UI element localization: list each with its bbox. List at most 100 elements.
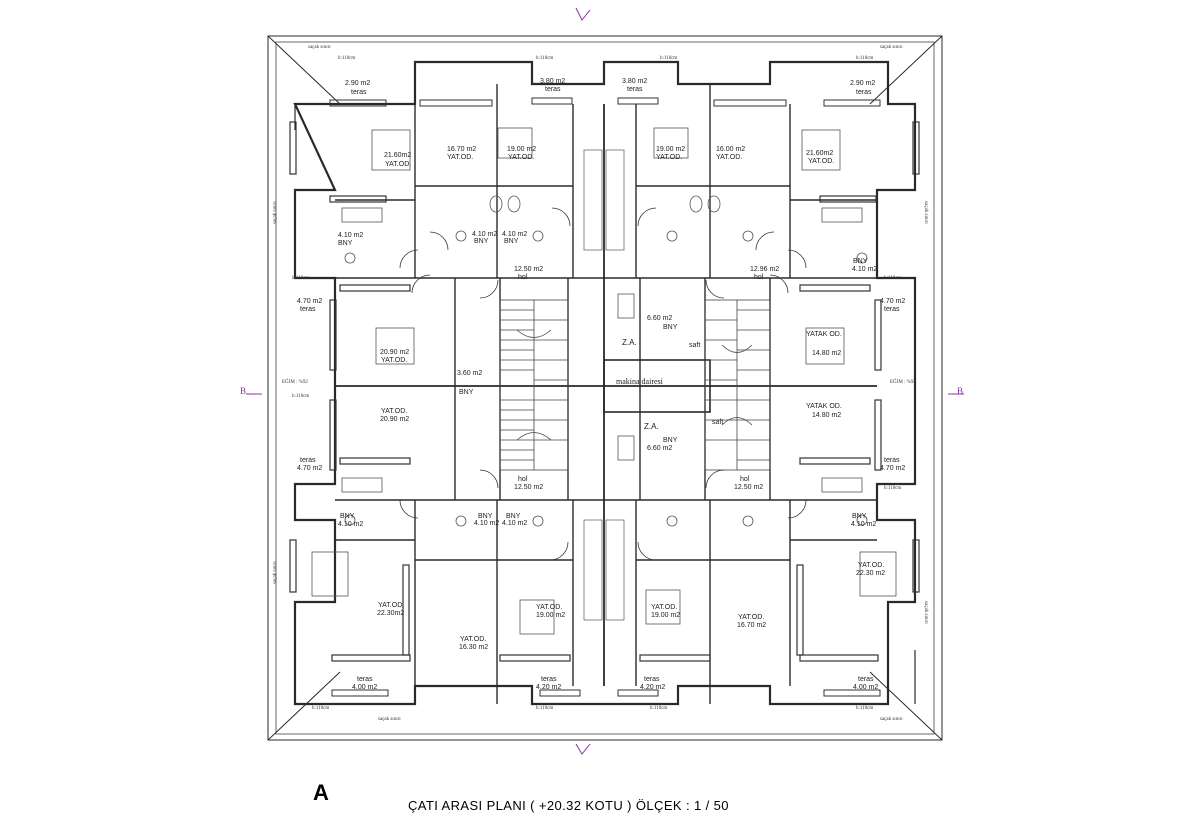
room-area: 4.00 m2 [853, 684, 879, 691]
room-name: BNY [852, 513, 867, 520]
height-label: h:110cm [312, 706, 330, 711]
eave-label-bottom-left: saçak sınırı [378, 717, 401, 722]
room-area: 4.10 m2 [338, 232, 364, 239]
room-area: 14.80 m2 [812, 350, 842, 357]
room-area: 21.60m2 [806, 150, 834, 157]
room-name: YATAK OD. [806, 331, 842, 338]
eave-label-right-lower: saçak sınırı [922, 601, 928, 624]
room-name: YAT.OD. [447, 154, 474, 161]
room-area: 12.50 m2 [734, 484, 764, 491]
room-area: 4.70 m2 [297, 465, 323, 472]
room-area: 19.00 m2 [507, 146, 537, 153]
room-name: BNY [504, 238, 519, 245]
room-area: 4.10 m2 [472, 231, 498, 238]
room-name: YAT.OD. [656, 154, 683, 161]
room-name: teras [541, 676, 557, 683]
slope-label-left: EĞİM : %92 [282, 380, 308, 385]
shaft-label: Z.A. [622, 338, 637, 347]
room-name: YAT.OD. [738, 614, 765, 621]
room-name: teras [627, 86, 643, 93]
room-area: 4.10 m2 [502, 520, 528, 527]
room-name: YAT.OD. [858, 562, 885, 569]
height-label: h:110cm [536, 56, 554, 61]
room-name: teras [351, 89, 367, 96]
room-area: 4.70 m2 [880, 298, 906, 305]
room-area: 19.00 m2 [536, 612, 566, 619]
eave-label-left-lower: saçak sınırı [272, 561, 278, 584]
room-name: BNY [459, 389, 474, 396]
room-area: 14.80 m2 [812, 412, 842, 419]
room-name: BNY [506, 513, 521, 520]
roof-eave-outline [267, 35, 943, 741]
room-area: 19.00 m2 [656, 146, 686, 153]
room-area: 3.80 m2 [622, 78, 648, 85]
room-area: 16.70 m2 [447, 146, 477, 153]
room-area: 4.00 m2 [352, 684, 378, 691]
room-name: teras [856, 89, 872, 96]
room-area: 6.60 m2 [647, 315, 673, 322]
saft-label: saft [689, 342, 701, 349]
room-area: 20.90 m2 [380, 416, 410, 423]
room-area: 16.00 m2 [716, 146, 746, 153]
room-name: BNY [663, 437, 678, 444]
height-label: h:110cm [338, 56, 356, 61]
eave-label-top-left: saçak sınırı [308, 45, 331, 50]
room-name: YAT.OD. [808, 158, 835, 165]
section-marker-left: B [240, 386, 247, 396]
room-name: teras [300, 306, 316, 313]
height-label: h:110cm [292, 394, 310, 399]
room-area: 4.10 m2 [852, 266, 878, 273]
machine-room-label: makina dairesi [616, 377, 663, 386]
room-area: 12.96 m2 [750, 266, 780, 273]
room-area: 4.20 m2 [640, 684, 666, 691]
room-name: teras [644, 676, 660, 683]
room-name: hol [754, 274, 764, 281]
stair-right [704, 299, 771, 471]
room-name: YATAK OD. [806, 403, 842, 410]
room-area: 6.60 m2 [647, 445, 673, 452]
saft-label: saft [712, 419, 724, 426]
room-area: 12.50 m2 [514, 484, 544, 491]
room-area: 4.70 m2 [297, 298, 323, 305]
room-area: 4.10 m2 [338, 521, 364, 528]
room-name: YAT.OD. [381, 357, 408, 364]
room-name: YAT.OD. [651, 604, 678, 611]
room-name: teras [884, 457, 900, 464]
room-area: 4.10 m2 [502, 231, 528, 238]
room-area: 20.90 m2 [380, 349, 410, 356]
room-name: hol [518, 274, 528, 281]
sheet-letter: A [313, 780, 329, 805]
eave-label-left-upper: saçak sınırı [272, 201, 278, 224]
room-name: hol [518, 476, 528, 483]
room-area: 3.60 m2 [457, 370, 483, 377]
room-name: BNY [340, 513, 355, 520]
room-name: YAT.OD. [385, 161, 412, 168]
room-name: hol [740, 476, 750, 483]
eave-label-top-right: saçak sınırı [880, 45, 903, 50]
room-name: BNY [478, 513, 493, 520]
room-area: 4.10 m2 [474, 520, 500, 527]
room-area: 4.10 m2 [851, 521, 877, 528]
room-name: BNY [663, 324, 678, 331]
room-name: YAT.OD. [378, 602, 405, 609]
sheet-title: ÇATI ARASI PLANI ( +20.32 KOTU ) ÖLÇEK :… [408, 798, 729, 813]
height-label: h:110cm [292, 276, 310, 281]
slope-label-right: EĞİM : %92 [890, 380, 916, 385]
shaft-label: Z.A. [644, 422, 659, 431]
height-label: h:110cm [884, 276, 902, 281]
room-area: 4.70 m2 [880, 465, 906, 472]
room-area: 2.90 m2 [850, 80, 876, 87]
building-outline [293, 60, 917, 706]
room-name: BNY [474, 238, 489, 245]
room-name: teras [300, 457, 316, 464]
height-label: h:110cm [650, 706, 668, 711]
room-name: YAT.OD. [536, 604, 563, 611]
height-label: h:110cm [856, 706, 874, 711]
stair-left [499, 299, 569, 471]
height-label: h:110cm [536, 706, 554, 711]
height-label: h:110cm [660, 56, 678, 61]
room-name: teras [858, 676, 874, 683]
room-name: BNY [338, 240, 353, 247]
room-area: 19.00 m2 [651, 612, 681, 619]
